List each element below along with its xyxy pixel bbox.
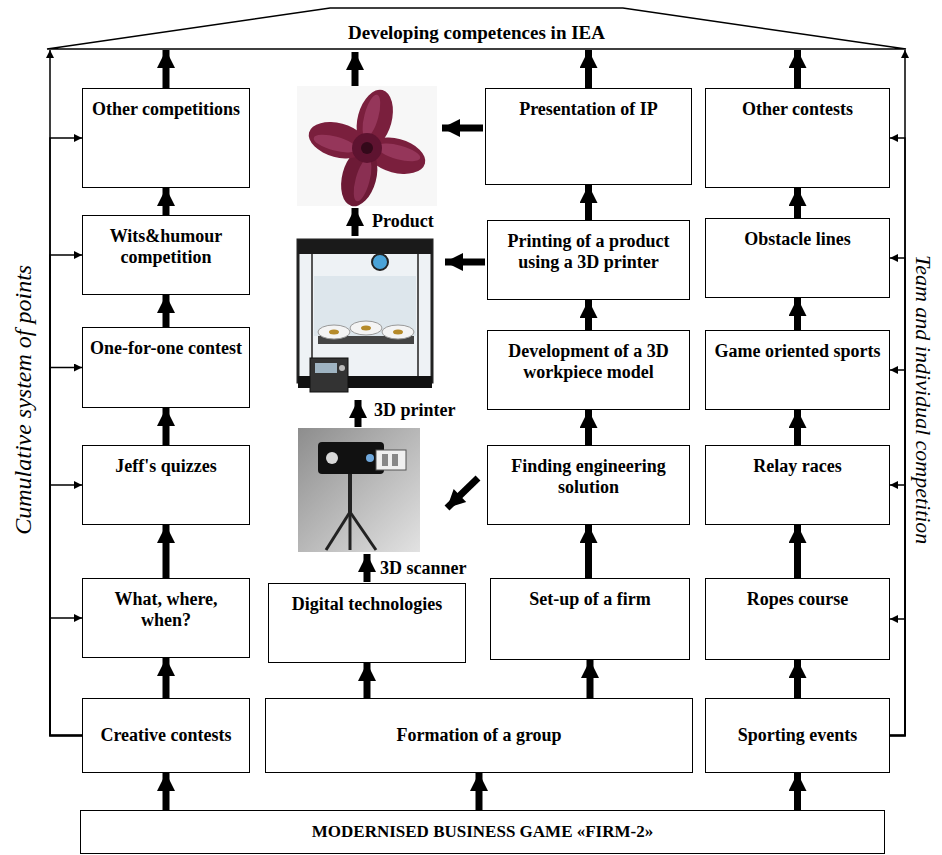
flow-arrow [163,658,170,698]
box-label: Set-up of a firm [529,589,650,610]
flow-arrow [163,50,170,88]
box-label: MODERNISED BUSINESS GAME «FIRM-2» [312,822,653,842]
box-label: Other contests [742,99,853,120]
picture-caption: 3D scanner [380,558,467,579]
picture-caption: Product [372,211,434,232]
rail-connector [890,619,905,736]
activity-box: Finding engineering solution [487,445,690,525]
flow-arrow [794,525,801,578]
flow-arrow [364,663,371,698]
box-label: Development of a 3D workpiece model [494,341,683,382]
rail-connector [890,258,905,736]
roof-shape [47,8,906,49]
activity-box: Sporting events [705,698,890,773]
flow-arrow [163,773,170,810]
rail-connector [50,255,82,736]
flow-arrow [585,300,592,330]
activity-box: Set-up of a firm [490,578,690,660]
activity-box: Creative contests [82,698,250,773]
activity-box: Obstacle lines [705,218,890,298]
flow-arrow [794,188,801,218]
flow-arrow [585,185,592,220]
flow-arrow [163,408,170,445]
propeller-picture [297,86,437,211]
flow-arrow [585,50,592,88]
activity-box: Formation of a group [265,698,693,773]
scanner-picture [298,428,420,552]
box-label: Ropes course [747,589,849,610]
box-label: Formation of a group [396,725,561,746]
rail-connector [890,138,905,736]
rail-connector [50,485,82,736]
side-caption: Team and individual competition [911,255,936,544]
rail-connector [50,138,82,736]
flow-arrow [476,773,483,810]
activity-box: Jeff's quizzes [82,445,250,525]
activity-box: Other competitions [82,88,250,188]
rail-connector [50,618,82,736]
flow-arrow [794,50,801,88]
flow-arrow [794,298,801,330]
flow-arrow [794,773,801,810]
base-box: MODERNISED BUSINESS GAME «FIRM-2» [80,810,885,854]
flow-arrow [587,660,594,698]
activity-box: Relay races [705,445,890,525]
activity-box: One-for-one contest [82,327,250,408]
flow-arrow [794,660,801,698]
box-label: What, where, when? [89,589,243,630]
side-caption: Cumulative system of points [10,265,38,535]
box-label: Game oriented sports [715,341,881,362]
activity-box: Wits&humour competition [82,215,250,295]
box-label: Obstacle lines [744,229,851,250]
rail-connector [890,370,905,736]
flow-arrow [794,410,801,445]
picture-caption: 3D printer [374,400,455,421]
box-label: Relay races [753,456,841,477]
activity-box: Other contests [705,88,890,188]
box-label: Creative contests [100,725,231,746]
flow-arrow [163,525,170,578]
activity-box: Digital technologies [268,583,466,663]
rail-connector [50,50,82,736]
roof-banner: Developing competences in IEA [46,6,907,50]
activity-box: Presentation of IP [485,88,692,185]
rail-connector [890,485,905,736]
box-label: Presentation of IP [519,99,658,120]
box-label: One-for-one contest [90,338,242,359]
box-label: Developing competences in IEA [348,12,605,44]
flow-arrow [163,188,170,215]
activity-box: What, where, when? [82,578,250,658]
flow-arrow [585,410,592,445]
box-label: Wits&humour competition [89,226,243,267]
box-label: Printing of a product using a 3D printer [494,231,683,272]
printer-picture [298,240,432,392]
rail-connector [890,50,905,736]
activity-box: Development of a 3D workpiece model [487,330,690,410]
activity-box: Printing of a product using a 3D printer [487,220,690,300]
box-label: Sporting events [738,725,858,746]
box-label: Digital technologies [292,594,443,615]
activity-box: Ropes course [705,578,890,660]
box-label: Finding engineering solution [494,456,683,497]
rail-connector [50,368,82,736]
box-label: Other competitions [92,99,240,120]
flow-arrow [163,295,170,327]
flow-arrow [585,525,592,578]
picture-arrows [355,52,485,582]
box-label: Jeff's quizzes [115,456,216,477]
activity-box: Game oriented sports [705,330,890,410]
